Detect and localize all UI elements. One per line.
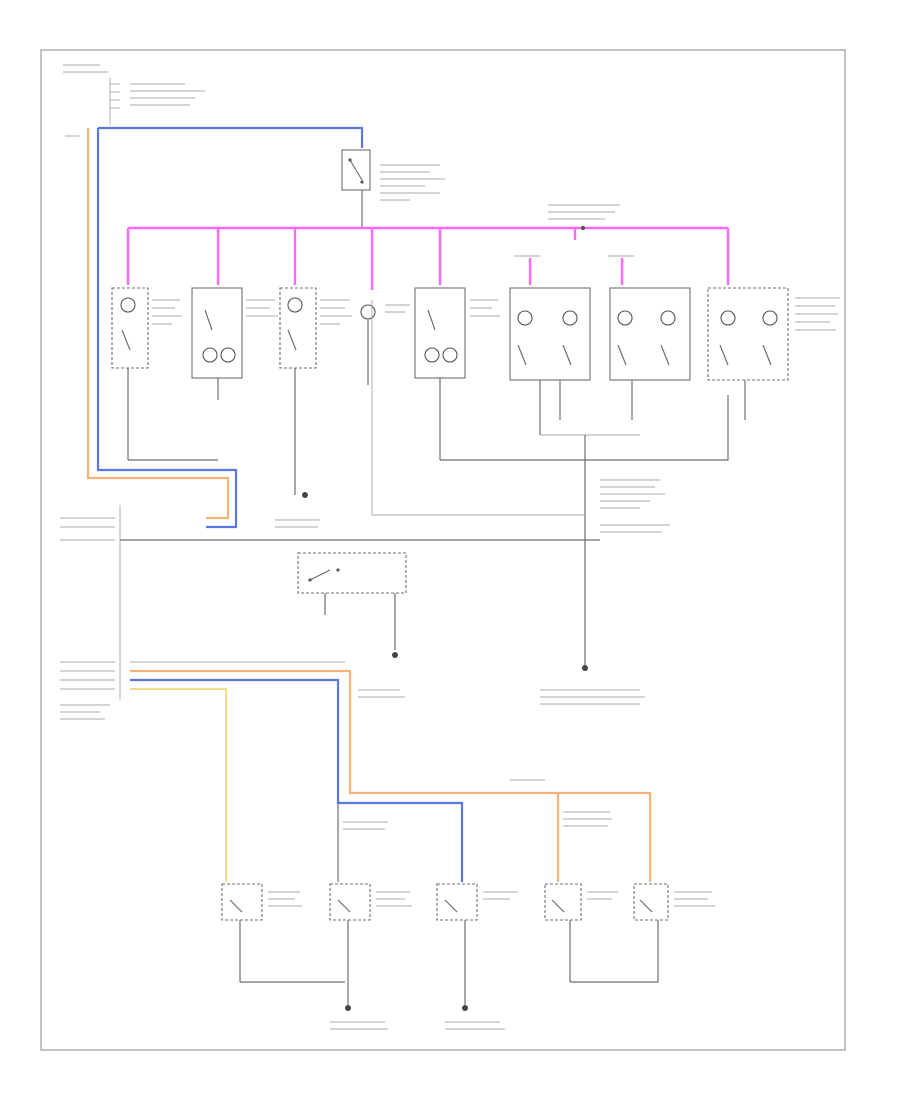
lamp-module-3 [279, 287, 352, 498]
lamp-module-1 [111, 287, 182, 460]
label-stubs [268, 519, 715, 1030]
wire-yellow-lower [130, 688, 227, 882]
wire-blue-lower [130, 678, 464, 882]
lamp-module-4 [360, 300, 585, 516]
lamp-module-8 [707, 287, 840, 420]
wire-orange-feed [86, 128, 230, 520]
bottom-switch-1 [221, 883, 345, 983]
wire-blue-top [98, 126, 364, 148]
lamp-module-2 [191, 287, 278, 400]
wire-orange-lower [130, 669, 652, 882]
bottom-switch-4 [544, 883, 659, 983]
top-switch [341, 149, 445, 228]
center-switch [297, 552, 407, 658]
bottom-switch-2 [329, 883, 371, 1011]
lamp-module-6 [509, 287, 591, 435]
wire-blue-feed [96, 128, 238, 529]
bottom-switch-3 [436, 883, 478, 1011]
body-control-connector [60, 505, 600, 720]
bottom-switch-5 [633, 883, 669, 921]
diagram-border [40, 49, 846, 1051]
lamp-module-5 [414, 287, 500, 460]
fuse-block-top-left [63, 64, 205, 137]
lamp-module-7 [609, 287, 691, 420]
